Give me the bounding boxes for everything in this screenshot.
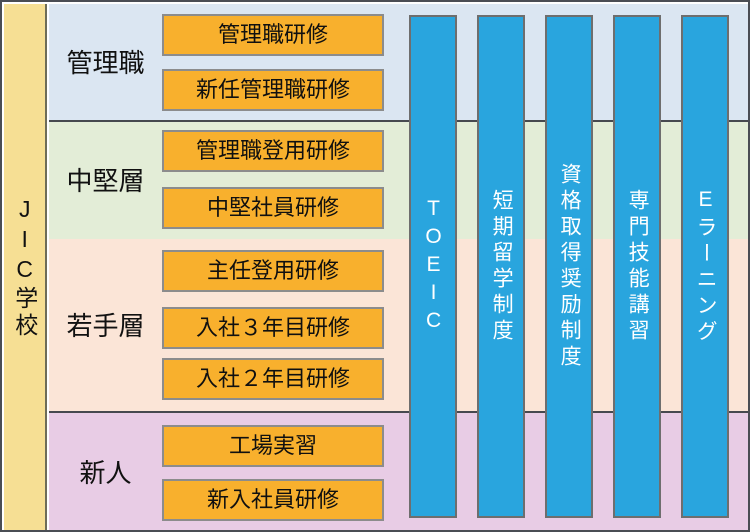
training-box: 入社２年目研修 [162,358,384,400]
program-pillar-label: 資格取得奨励制度 [558,162,582,371]
training-box: 主任登用研修 [162,250,384,292]
program-pillar-label: TOEIC [422,196,446,337]
band-label-mid-level: 中堅層 [66,165,145,196]
band-label-newcomers: 新人 [79,457,132,488]
training-box: 新任管理職研修 [162,69,384,111]
school-rail: JIC学校 [4,4,47,530]
training-box: 入社３年目研修 [162,307,384,349]
program-pillar-label: Eラーニング [694,187,718,346]
training-box: 管理職登用研修 [162,130,384,172]
program-pillar-label: 専門技能講習 [626,188,650,345]
training-box: 工場実習 [162,425,384,467]
program-pillar: Eラーニング [681,15,729,518]
band-label-young-staff: 若手層 [66,311,145,341]
program-pillar: 短期留学制度 [477,15,525,518]
training-box: 中堅社員研修 [162,187,384,229]
band-label-managers: 管理職 [66,48,145,78]
program-pillar: 専門技能講習 [613,15,661,518]
training-box: 新入社員研修 [162,479,384,521]
school-rail-label: JIC学校 [11,196,38,340]
program-pillar: TOEIC [409,15,457,518]
program-pillar-label: 短期留学制度 [490,188,514,345]
program-pillar: 資格取得奨励制度 [545,15,593,518]
training-box: 管理職研修 [162,14,384,56]
band-separator [49,120,748,122]
band-separator [49,411,748,413]
